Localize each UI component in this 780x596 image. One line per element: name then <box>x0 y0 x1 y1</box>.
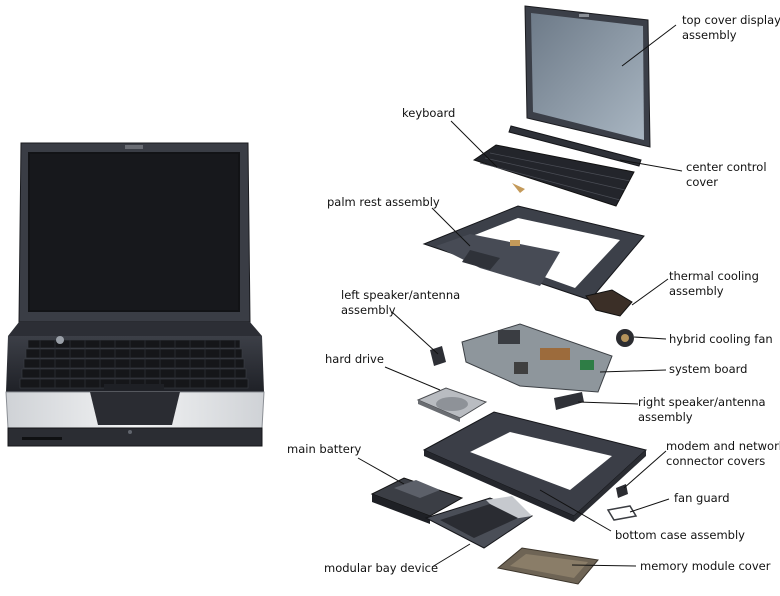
display-assembly-image <box>524 5 651 148</box>
leader-system-board <box>599 369 667 373</box>
leader-keyboard <box>450 120 498 168</box>
label-line: hybrid cooling fan <box>669 332 773 346</box>
leader-modem-covers <box>623 450 667 489</box>
palm-rest-image <box>422 205 645 301</box>
leader-right-speaker <box>577 401 639 405</box>
label-line: connector covers <box>666 454 766 468</box>
leader-left-speaker <box>391 311 439 355</box>
memory-cover-image <box>496 547 599 585</box>
leader-main-battery <box>357 457 405 485</box>
label-line: cover <box>686 175 718 189</box>
label-fan-guard: fan guard <box>674 491 730 506</box>
modular-bay-image <box>424 496 534 549</box>
label-line: assembly <box>682 28 737 42</box>
assembled-laptop-image <box>5 142 265 447</box>
label-bottom-case-assembly: bottom case assembly <box>615 528 745 543</box>
label-keyboard: keyboard <box>402 106 455 121</box>
keyboard-image <box>472 144 635 207</box>
leader-fan-guard <box>629 498 670 513</box>
label-line: assembly <box>669 284 724 298</box>
label-line: hard drive <box>325 352 384 366</box>
label-line: top cover display <box>682 13 780 27</box>
label-palm-rest-assembly: palm rest assembly <box>327 195 440 210</box>
label-line: system board <box>669 362 748 376</box>
leader-hard-drive <box>384 366 441 391</box>
label-line: thermal cooling <box>669 269 759 283</box>
label-line: fan guard <box>674 491 730 505</box>
label-modular-bay-device: modular bay device <box>324 561 438 576</box>
hybrid-fan-image <box>616 329 634 347</box>
label-line: bottom case assembly <box>615 528 745 542</box>
label-left-speaker-antenna-assembly: left speaker/antenna assembly <box>341 288 460 318</box>
label-modem-network-connector-covers: modem and network connector covers <box>666 439 780 469</box>
leader-thermal <box>631 278 669 306</box>
bottom-case-image <box>422 411 648 522</box>
fan-guard-image <box>606 505 638 521</box>
label-top-cover-display-assembly: top cover display assembly <box>682 13 780 43</box>
label-main-battery: main battery <box>287 442 361 457</box>
label-line: modem and network <box>666 439 780 453</box>
label-line: left speaker/antenna <box>341 288 461 302</box>
leader-top-cover <box>621 24 677 67</box>
center-control-cover-image <box>508 125 642 167</box>
hard-drive-image <box>416 387 488 422</box>
label-line: modular bay device <box>324 561 439 575</box>
leader-bottom-case <box>539 489 612 532</box>
leader-palm-rest <box>431 207 471 247</box>
label-line: center control <box>686 160 767 174</box>
label-hybrid-cooling-fan: hybrid cooling fan <box>669 332 773 347</box>
label-right-speaker-antenna-assembly: right speaker/antenna assembly <box>638 395 766 425</box>
label-hard-drive: hard drive <box>325 352 384 367</box>
label-line: right speaker/antenna <box>638 395 766 409</box>
label-line: palm rest assembly <box>327 195 440 209</box>
leader-hybrid-fan <box>633 336 667 340</box>
label-line: assembly <box>341 303 396 317</box>
label-thermal-cooling-assembly: thermal cooling assembly <box>669 269 759 299</box>
right-speaker-image <box>554 392 584 410</box>
label-line: main battery <box>287 442 362 456</box>
thermal-cooling-image <box>585 289 633 317</box>
leader-memory-cover <box>571 564 637 567</box>
label-system-board: system board <box>669 362 747 377</box>
label-line: assembly <box>638 410 693 424</box>
label-line: keyboard <box>402 106 456 120</box>
leader-modular-bay <box>431 543 471 568</box>
label-memory-module-cover: memory module cover <box>640 559 770 574</box>
leader-lines <box>357 24 683 568</box>
main-battery-image <box>370 477 464 524</box>
system-board-image <box>461 323 613 393</box>
leader-center-control <box>619 159 683 172</box>
label-line: memory module cover <box>640 559 771 573</box>
label-center-control-cover: center control cover <box>686 160 767 190</box>
